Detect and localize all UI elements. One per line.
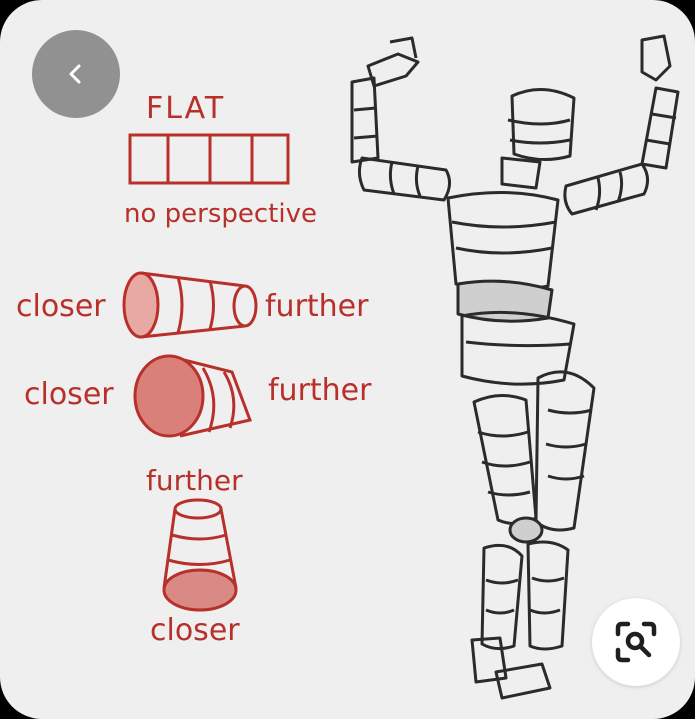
back-button[interactable] bbox=[32, 30, 120, 118]
cylinder-vertical bbox=[162, 498, 238, 612]
further-label-1: further bbox=[265, 289, 369, 324]
flat-title: FLAT bbox=[146, 91, 225, 126]
closer-label-1: closer bbox=[16, 289, 106, 324]
chevron-left-icon bbox=[69, 64, 81, 84]
further-label-3: further bbox=[146, 464, 243, 497]
cylinder-side bbox=[122, 271, 258, 339]
flat-box-strip bbox=[128, 133, 290, 185]
closer-label-3: closer bbox=[150, 613, 240, 648]
flat-caption: no perspective bbox=[124, 199, 317, 229]
lens-search-icon bbox=[615, 621, 657, 663]
further-label-2: further bbox=[268, 373, 372, 408]
mannequin-figure bbox=[350, 34, 680, 700]
lens-search-button[interactable] bbox=[592, 598, 680, 686]
cylinder-angled bbox=[133, 354, 253, 438]
closer-label-2: closer bbox=[24, 377, 114, 412]
